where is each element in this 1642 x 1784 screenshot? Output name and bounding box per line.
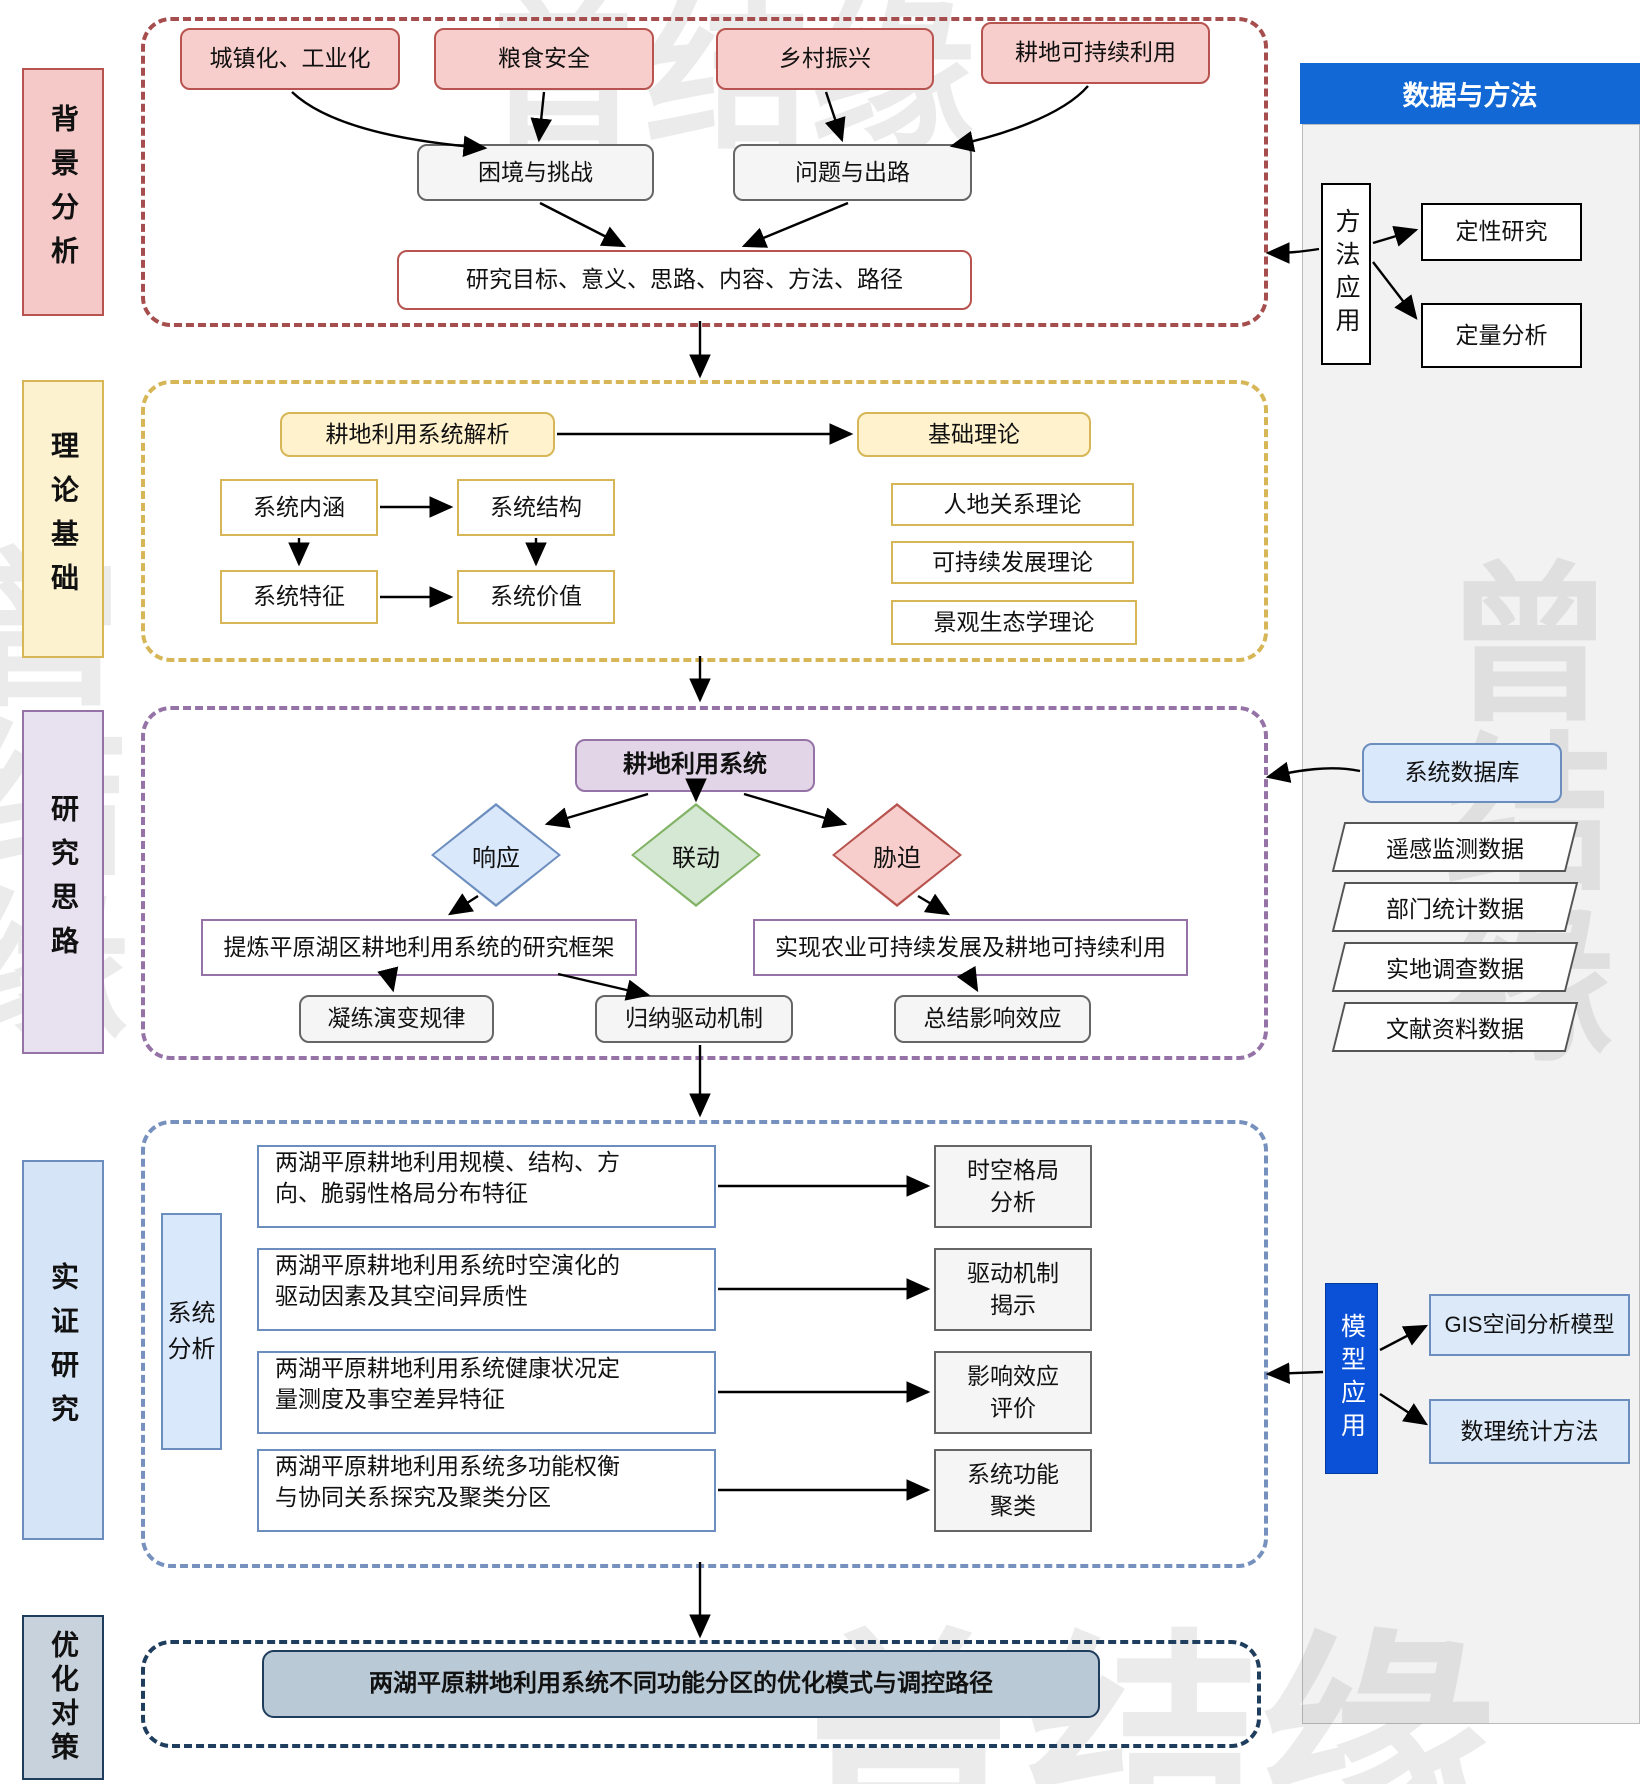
department-statistics-data-label: 部门统计数据 [1386,896,1524,922]
node-research-framework: 提炼平原湖区耕地利用系统的研究框架 [201,919,637,976]
node-output-1: 时空格局 分析 [934,1145,1092,1228]
label-empirical-research: 实证研究 [22,1160,104,1540]
node-evolution-law: 凝练演变规律 [299,995,494,1043]
task-4-line2: 与协同关系探究及聚类分区 [275,1484,551,1511]
node-literature-data: 文献资料数据 [1331,1002,1579,1052]
node-landscape-ecology-theory: 景观生态学理论 [891,600,1137,645]
field-survey-data-label: 实地调查数据 [1386,956,1524,982]
node-output-4: 系统功能 聚类 [934,1449,1092,1532]
output-2-line2: 揭示 [990,1291,1036,1318]
node-quantitative-analysis: 定量分析 [1421,303,1582,368]
node-sustainable-farmland-use: 耕地可持续利用 [981,22,1210,84]
node-sustainable-development-theory: 可持续发展理论 [891,541,1134,584]
remote-sensing-data-label: 遥感监测数据 [1386,836,1524,862]
output-1-line1: 时空格局 [967,1157,1059,1184]
literature-data-label: 文献资料数据 [1386,1016,1524,1042]
section-approach [141,706,1268,1060]
section-background [141,17,1268,327]
label-background-analysis: 背景分析 [22,68,104,316]
output-2-line1: 驱动机制 [967,1260,1059,1287]
node-task-4: 两湖平原耕地利用系统多功能权衡 与协同关系探究及聚类分区 [257,1449,716,1532]
task-2-line2: 驱动因素及其空间异质性 [275,1283,528,1310]
node-food-security: 粮食安全 [434,28,654,90]
node-task-2: 两湖平原耕地利用系统时空演化的 驱动因素及其空间异质性 [257,1248,716,1331]
task-4-line1: 两湖平原耕地利用系统多功能权衡 [275,1453,620,1479]
node-urbanization: 城镇化、工业化 [180,28,400,90]
node-system-value: 系统价值 [457,570,615,624]
node-optimization-path: 两湖平原耕地利用系统不同功能分区的优化模式与调控路径 [262,1650,1100,1718]
output-3-line1: 影响效应 [967,1363,1059,1390]
node-driving-mechanism: 归纳驱动机制 [595,995,793,1043]
section-optimization [141,1640,1261,1748]
node-system-analysis-group: 系统分析 [161,1213,222,1450]
node-system-connotation: 系统内涵 [220,479,378,536]
output-3-line2: 评价 [990,1394,1036,1421]
task-3-line2: 量测度及事空差异特征 [275,1386,505,1413]
panel-title: 数据与方法 [1300,63,1640,124]
node-gis-model: GIS空间分析模型 [1429,1294,1630,1356]
task-3-line1: 两湖平原耕地利用系统健康状况定 [275,1355,620,1381]
output-4-line2: 聚类 [990,1492,1036,1519]
node-basic-theory: 基础理论 [857,412,1091,457]
node-system-feature: 系统特征 [220,570,378,624]
node-method-application: 方法应用 [1321,183,1371,365]
node-system-structure: 系统结构 [457,479,615,536]
task-1-line1: 两湖平原耕地利用规模、结构、方 [275,1149,620,1175]
node-department-statistics-data: 部门统计数据 [1331,882,1579,932]
section-empirical [141,1120,1268,1568]
node-impact-effect: 总结影响效应 [894,995,1091,1043]
label-research-approach: 研究思路 [22,710,104,1054]
node-statistics-method: 数理统计方法 [1429,1399,1630,1464]
label-theoretical-basis: 理论基础 [22,380,104,658]
node-qualitative-research: 定性研究 [1421,203,1582,261]
node-task-3: 两湖平原耕地利用系统健康状况定 量测度及事空差异特征 [257,1351,716,1434]
node-remote-sensing-data: 遥感监测数据 [1331,822,1579,872]
section-theory [141,380,1268,662]
node-output-2: 驱动机制 揭示 [934,1248,1092,1331]
node-dilemma-challenge: 困境与挑战 [417,144,654,201]
node-field-survey-data: 实地调查数据 [1331,942,1579,992]
node-farmland-use-system: 耕地利用系统 [575,739,815,792]
node-task-1: 两湖平原耕地利用规模、结构、方 向、脆弱性格局分布特征 [257,1145,716,1228]
node-research-goal: 研究目标、意义、思路、内容、方法、路径 [397,250,972,310]
node-rural-revitalization: 乡村振兴 [716,28,934,90]
node-system-database: 系统数据库 [1362,743,1562,803]
node-model-application: 模型应用 [1325,1283,1378,1474]
node-sustainable-target: 实现农业可持续发展及耕地可持续利用 [753,919,1188,976]
node-output-3: 影响效应 评价 [934,1351,1092,1434]
node-farmland-system-analysis: 耕地利用系统解析 [280,412,555,457]
node-problem-outlet: 问题与出路 [733,144,972,201]
node-man-land-theory: 人地关系理论 [891,483,1134,526]
task-1-line2: 向、脆弱性格局分布特征 [275,1180,528,1207]
output-4-line1: 系统功能 [967,1461,1059,1488]
label-optimization-countermeasures: 优化对策 [22,1615,104,1780]
task-2-line1: 两湖平原耕地利用系统时空演化的 [275,1252,620,1278]
output-1-line2: 分析 [990,1188,1036,1215]
